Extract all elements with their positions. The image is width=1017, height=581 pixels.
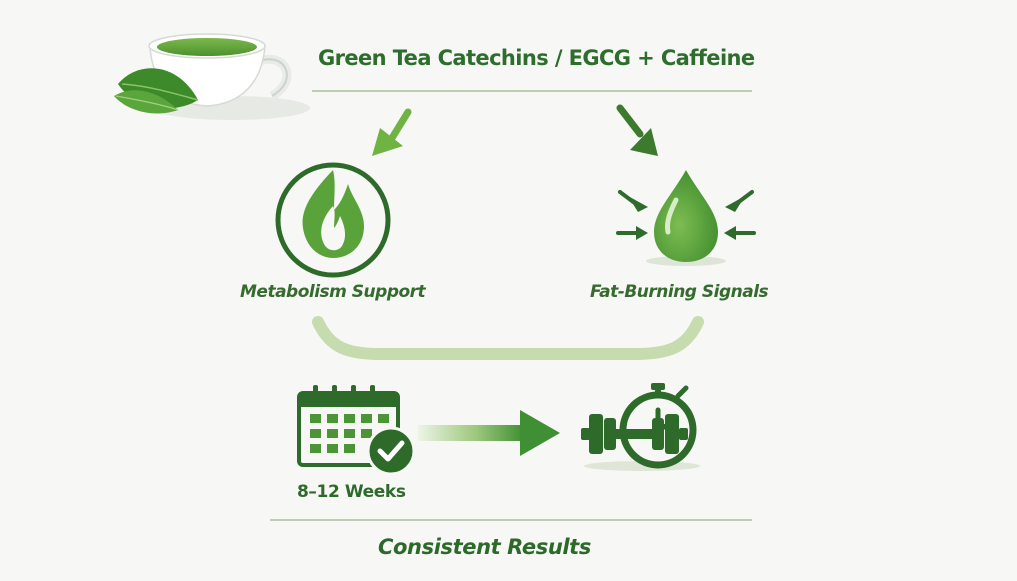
diagram-title: Green Tea Catechins / EGCG + Caffeine — [318, 46, 755, 70]
calendar-check-icon — [297, 385, 416, 476]
outcome-label: Consistent Results — [378, 535, 591, 559]
duration-label: 8–12 Weeks — [297, 482, 406, 502]
tea-cup-icon — [148, 33, 310, 120]
droplet-icon — [616, 170, 756, 266]
leaf-icon — [114, 68, 199, 114]
connector-band — [312, 316, 704, 360]
progress-arrow — [418, 410, 560, 456]
dumbbell-stopwatch-icon — [581, 383, 700, 471]
arrow-to-metabolism — [372, 108, 412, 156]
fat-burning-label: Fat-Burning Signals — [590, 282, 769, 302]
flame-icon — [275, 162, 391, 278]
arrow-to-fat-burning — [616, 104, 658, 156]
metabolism-label: Metabolism Support — [240, 282, 426, 302]
